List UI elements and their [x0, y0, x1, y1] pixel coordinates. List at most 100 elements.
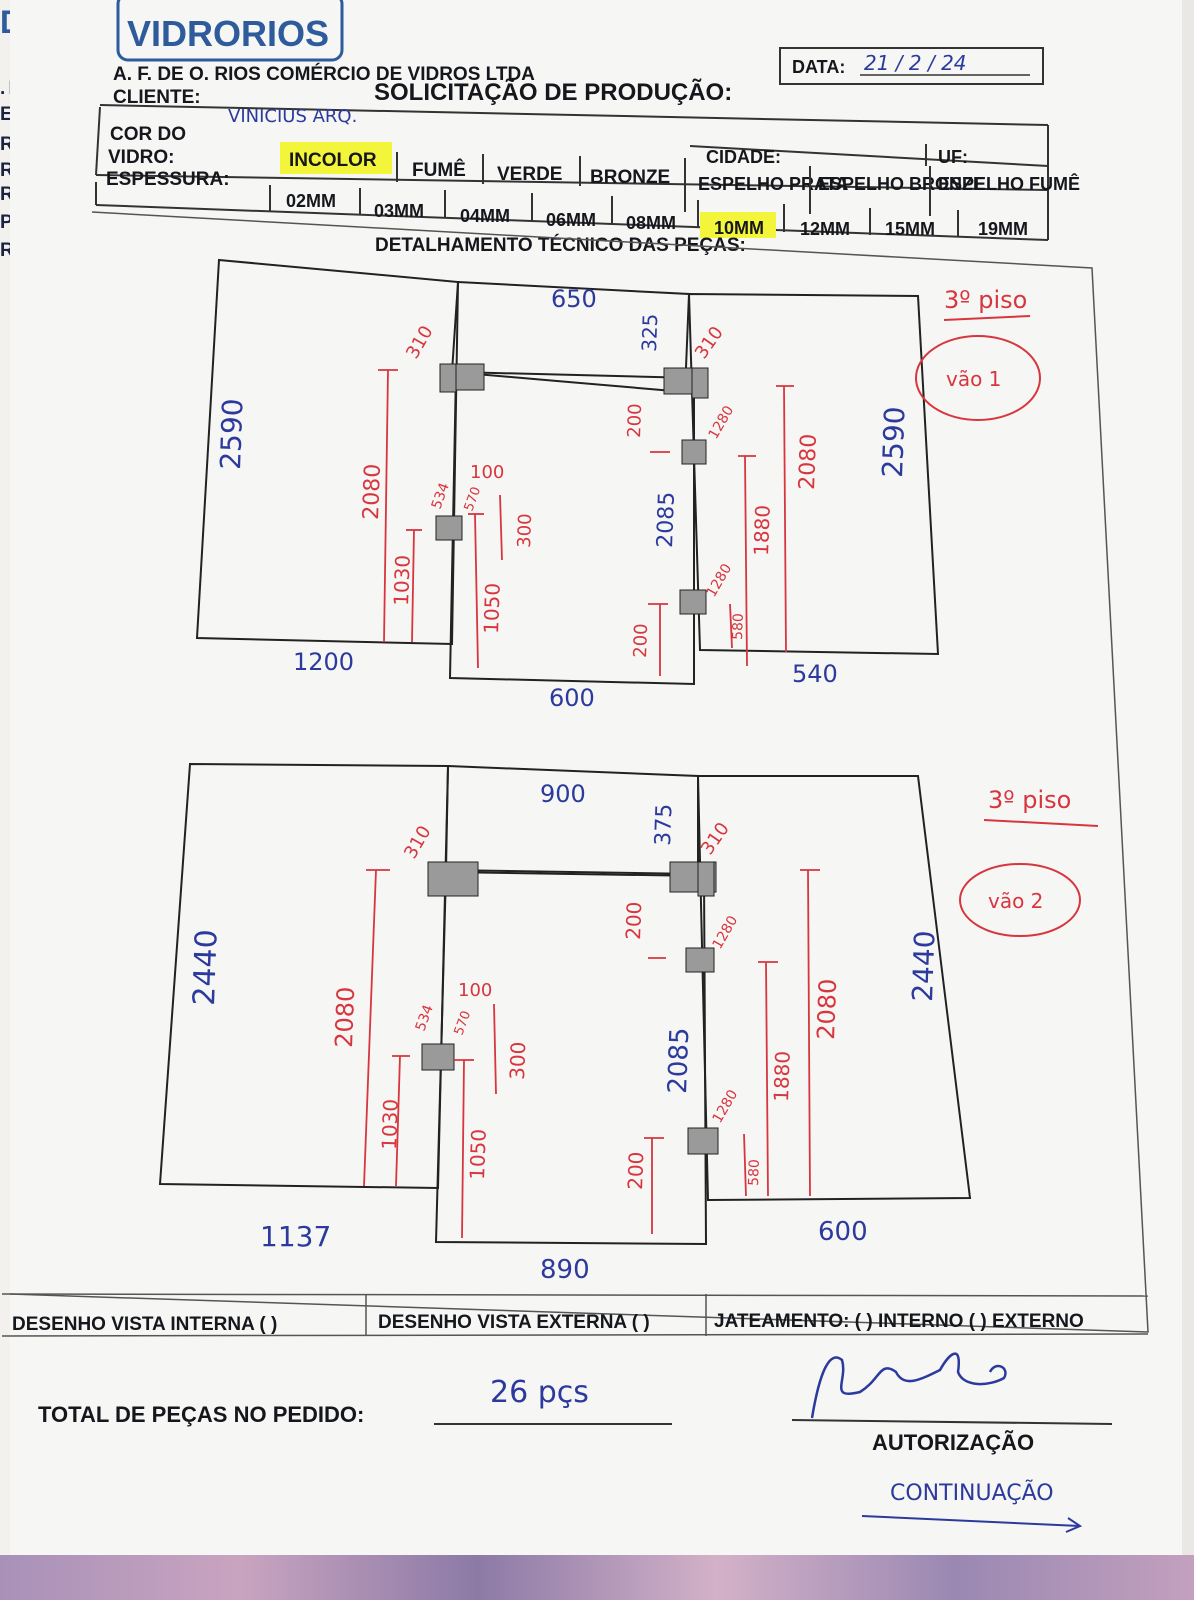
color-option-verde[interactable]: VERDE: [497, 164, 562, 185]
d2-small-300: 300: [505, 1041, 530, 1080]
form-title: SOLICITAÇÃO DE PRODUÇÃO:: [374, 78, 732, 106]
d1-red-left-short: 1030: [389, 554, 415, 606]
d2-top-gap: 375: [651, 803, 677, 846]
d1-left-panel: [195, 258, 460, 646]
signature-mark: [810, 1352, 1007, 1419]
color-option-bronze[interactable]: BRONZE: [590, 167, 670, 188]
d1-right-corner: 310: [691, 323, 728, 363]
d1-red-right-tall: 2080: [795, 433, 822, 490]
d2-center-right-height: 2085: [663, 1027, 695, 1094]
d2-red-left-short: 1030: [377, 1098, 403, 1150]
thickness-12[interactable]: 12MM: [800, 219, 850, 239]
total-value[interactable]: 26 pçs: [490, 1375, 589, 1410]
d2-small-580: 580: [746, 1159, 763, 1186]
d1-left-corner: 310: [402, 322, 437, 362]
d1-small-534: 534: [429, 481, 453, 512]
d2-right-corner: 310: [697, 819, 734, 859]
d1-top-gap: 325: [637, 313, 662, 352]
thickness-highlight: [700, 212, 776, 238]
drawing-2: 900 2440 2440 1137 890 600 375 2085 310 …: [158, 762, 1099, 1285]
d2-red-center-left: 1050: [465, 1128, 491, 1180]
glass-color-row: COR DO VIDRO: CIDADE: UF: INCOLOR FUMÊ V…: [95, 106, 1080, 240]
uf-label: UF:: [938, 147, 968, 167]
d1-hinge-mid-right: [681, 439, 707, 465]
d2-hinge-top-left: [427, 861, 479, 897]
d1-floor-note: 3º piso: [944, 286, 1027, 314]
date-field[interactable]: DATA: 21 / 2 / 24: [779, 47, 1044, 85]
thickness-06[interactable]: 06MM: [546, 210, 596, 230]
company-name: A. F. DE O. RIOS COMÉRCIO DE VIDROS LTDA: [113, 63, 535, 85]
d1-small-570: 570: [462, 485, 485, 513]
d2-small-1280-top: 1280: [710, 913, 742, 952]
client-label: CLIENTE:: [113, 87, 201, 108]
thickness-04[interactable]: 04MM: [460, 206, 510, 226]
d1-red-center-left: 1050: [479, 582, 505, 634]
city-label: CIDADE:: [706, 147, 781, 167]
thickness-08[interactable]: 08MM: [626, 213, 676, 233]
d2-hinge-bottom-right: [687, 1127, 719, 1155]
d2-bottom-left: 1137: [260, 1220, 331, 1253]
color-option-incolor[interactable]: INCOLOR: [289, 150, 377, 171]
d1-small-200-bottom: 200: [630, 623, 652, 658]
logo-text: VIDRORIOS: [127, 13, 329, 54]
technical-detail-title: DETALHAMENTO TÉCNICO DAS PEÇAS:: [375, 234, 746, 256]
d2-left-corner: 310: [400, 822, 435, 862]
d1-small-100: 100: [470, 462, 504, 483]
d1-small-1280-top: 1280: [706, 403, 738, 442]
thickness-19[interactable]: 19MM: [978, 219, 1028, 239]
d2-span-circle: [959, 863, 1081, 937]
sandblast-option[interactable]: JATEAMENTO: ( ) INTERNO ( ) EXTERNO: [714, 1311, 1084, 1332]
d2-floor-note: 3º piso: [988, 786, 1071, 814]
d1-small-1280-bottom: 1280: [704, 561, 736, 600]
d2-small-200-top: 200: [621, 901, 646, 940]
d2-small-1280-bottom: 1280: [710, 1087, 742, 1126]
logo: VIDRORIOS: [116, 0, 344, 62]
d1-red-right-inner: 1880: [749, 504, 775, 556]
client-row: CLIENTE: VINICIUS ARQ.: [99, 87, 1049, 127]
fabric-strip: [0, 1555, 1194, 1600]
thickness-15[interactable]: 15MM: [885, 219, 935, 239]
d2-left-height: 2440: [187, 929, 225, 1007]
arrow-right-icon: [1065, 1517, 1083, 1533]
d1-hinge-bottom-right: [679, 589, 707, 615]
authorization: AUTORIZAÇÃO CONTINUAÇÃO: [791, 1352, 1113, 1533]
d2-red-right-inner: 1880: [769, 1050, 795, 1102]
total-label: TOTAL DE PEÇAS NO PEDIDO:: [38, 1402, 364, 1427]
d2-top-width: 900: [540, 780, 586, 808]
color-label-2: VIDRO:: [108, 147, 175, 168]
authorization-label: AUTORIZAÇÃO: [872, 1430, 1034, 1455]
d2-right-height: 2440: [906, 930, 941, 1002]
color-option-espelho-fume[interactable]: ESPELHO FUMÊ: [938, 173, 1080, 194]
external-view-option[interactable]: DESENHO VISTA EXTERNA ( ): [378, 1312, 650, 1333]
d1-bottom-center: 600: [549, 684, 595, 712]
d2-small-534: 534: [413, 1003, 437, 1034]
color-label-1: COR DO: [110, 124, 186, 145]
thickness-03[interactable]: 03MM: [374, 201, 424, 221]
drawing-1: 650 2590 2590 1200 600 540 325 2085 310 …: [195, 258, 1041, 712]
thickness-row: ESPESSURA: 02MM 03MM 04MM 06MM 08MM 10MM…: [95, 169, 1049, 241]
continuation-note: CONTINUAÇÃO: [890, 1479, 1054, 1506]
d2-small-200-bottom: 200: [623, 1151, 648, 1190]
color-option-fume[interactable]: FUMÊ: [412, 159, 466, 181]
d1-small-300: 300: [514, 513, 536, 548]
d2-small-100: 100: [458, 980, 492, 1001]
date-label: DATA:: [792, 57, 845, 77]
d1-red-left-tall: 2080: [359, 463, 386, 520]
footer-options: DESENHO VISTA INTERNA ( ) DESENHO VISTA …: [1, 1293, 1149, 1337]
d1-span-note: vão 1: [946, 367, 1001, 391]
d1-center-right-height: 2085: [653, 491, 680, 548]
d2-hinge-mid-right: [685, 947, 715, 973]
d1-door-panel: [448, 370, 695, 686]
color-option-espelho-bronze[interactable]: ESPELHO BRONZE: [818, 174, 985, 194]
client-value[interactable]: VINICIUS ARQ.: [228, 106, 357, 127]
d1-bottom-left: 1200: [293, 648, 354, 676]
thickness-02[interactable]: 02MM: [286, 191, 336, 211]
d1-right-height: 2590: [876, 406, 911, 478]
d2-bottom-right: 600: [818, 1217, 868, 1247]
internal-view-option[interactable]: DESENHO VISTA INTERNA ( ): [12, 1314, 277, 1335]
d1-small-580: 580: [730, 613, 747, 640]
thickness-10[interactable]: 10MM: [714, 218, 764, 238]
d2-small-570: 570: [452, 1009, 475, 1037]
